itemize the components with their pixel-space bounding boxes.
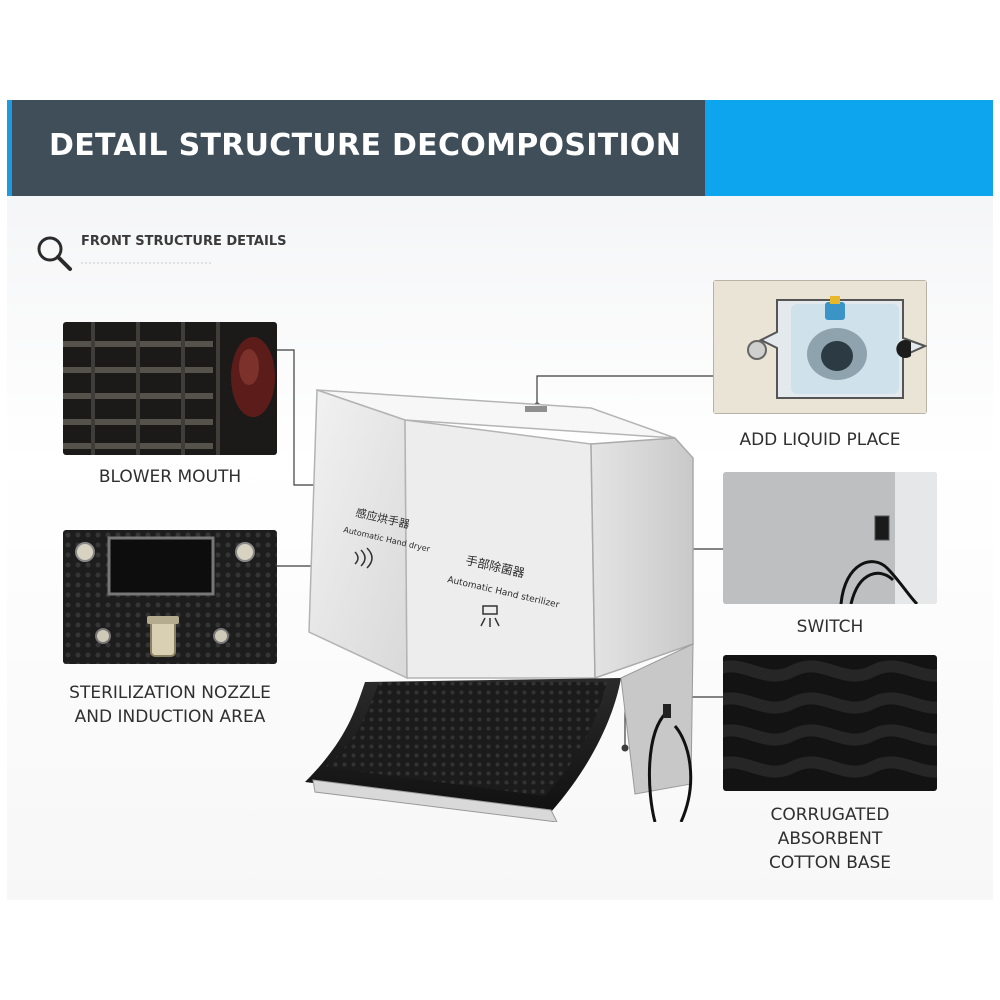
nozzle-label-line2: AND INDUCTION AREA (74, 707, 266, 727)
hand-sterilizer-product: 感应烘手器 Automatic Hand dryer 手部除菌器 Automat… (305, 388, 694, 822)
add-liquid-label: ADD LIQUID PLACE (739, 430, 901, 450)
nozzle-label-line1: STERILIZATION NOZZLE (69, 683, 271, 703)
banner-accent-stripe (7, 100, 12, 196)
banner-title: DETAIL STRUCTURE DECOMPOSITION (49, 128, 682, 163)
product-detail-panel: DETAIL STRUCTURE DECOMPOSITION FRONT STR… (7, 100, 993, 900)
banner-blue-block (705, 100, 993, 196)
title-banner (7, 100, 705, 196)
cotton-base-photo (723, 655, 937, 791)
add-liquid-photo (713, 280, 927, 414)
switch-label: SWITCH (796, 617, 864, 637)
blower-mouth-label: BLOWER MOUTH (98, 467, 242, 487)
switch-photo (723, 472, 937, 604)
heading-underline (81, 262, 211, 264)
search-icon (37, 236, 72, 271)
sterilization-nozzle-photo (63, 530, 277, 664)
wave-icon (354, 547, 373, 569)
blower-mouth-photo (63, 322, 277, 455)
section-heading: FRONT STRUCTURE DETAILS (81, 234, 287, 249)
base-label-line2: ABSORBENT (777, 829, 883, 849)
base-label-line3: COTTON BASE (768, 853, 892, 873)
base-label-line1: CORRUGATED (770, 805, 890, 825)
spray-icon (480, 605, 500, 627)
